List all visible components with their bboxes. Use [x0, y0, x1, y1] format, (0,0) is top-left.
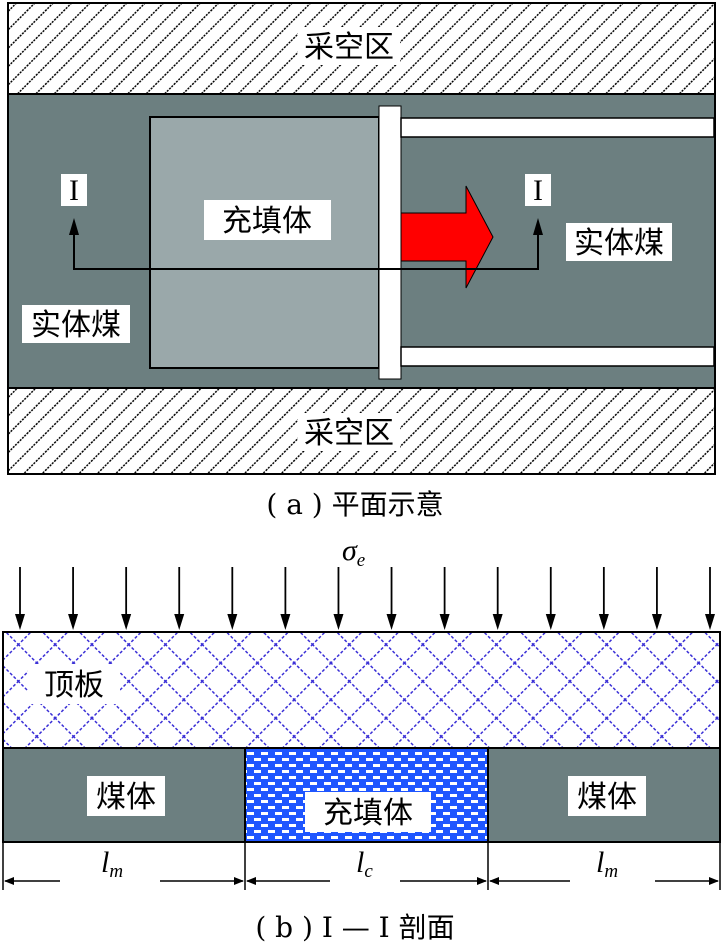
load-arrowhead	[227, 614, 238, 630]
load-arrowhead	[545, 614, 556, 630]
fill-body-section-label: 充填体	[323, 796, 413, 831]
load-arrowhead	[492, 614, 503, 630]
roadway-bottom	[400, 346, 715, 367]
roof-layer	[2, 631, 721, 749]
plan-caption: ( a ) 平面示意	[266, 488, 443, 521]
load-arrowhead	[15, 614, 25, 630]
load-arrowhead	[598, 614, 609, 630]
dim-right-label: lm	[596, 846, 618, 882]
fill-body-area	[149, 116, 380, 369]
section-arrowhead-left	[69, 218, 79, 235]
fill-body-label: 充填体	[222, 204, 312, 239]
section-mark-right: I	[533, 174, 543, 207]
load-arrowhead	[121, 614, 132, 630]
load-arrowhead	[280, 614, 291, 630]
section-caption: ( b ) I — I 剖面	[255, 911, 454, 944]
coal-right-label: 煤体	[577, 780, 637, 815]
solid-coal-right-label: 实体煤	[574, 226, 664, 261]
load-arrowhead	[68, 614, 79, 630]
solid-coal-left-label: 实体煤	[31, 308, 121, 343]
load-arrowhead	[439, 614, 450, 630]
roadway-top	[400, 117, 715, 138]
working-face-support	[378, 105, 402, 380]
load-arrowhead	[174, 614, 185, 630]
section-mark-left: I	[69, 174, 79, 207]
coal-right-block	[487, 747, 721, 843]
section-line	[73, 235, 539, 270]
section-arrowhead-right	[533, 218, 543, 235]
section-view: σe 顶板 煤体 充填体 煤体 lm lc lm	[2, 534, 721, 944]
load-arrows	[15, 567, 715, 630]
dim-left-label: lm	[101, 846, 123, 882]
plan-view: 采空区 采空区 充填体 实体煤 实体煤 I I ( a ) 平面示意	[7, 2, 716, 521]
dim-mid-label: lc	[356, 846, 373, 882]
goaf-top-label: 采空区	[304, 30, 394, 65]
coal-left-label: 煤体	[96, 780, 156, 815]
load-arrowhead	[651, 614, 662, 630]
load-arrowhead	[705, 614, 715, 630]
goaf-bottom-label: 采空区	[304, 416, 394, 451]
load-arrowhead	[333, 614, 344, 630]
advance-direction-arrow	[400, 185, 494, 289]
load-symbol: σe	[342, 534, 365, 571]
load-arrowhead	[386, 614, 397, 630]
roof-label: 顶板	[44, 668, 104, 703]
